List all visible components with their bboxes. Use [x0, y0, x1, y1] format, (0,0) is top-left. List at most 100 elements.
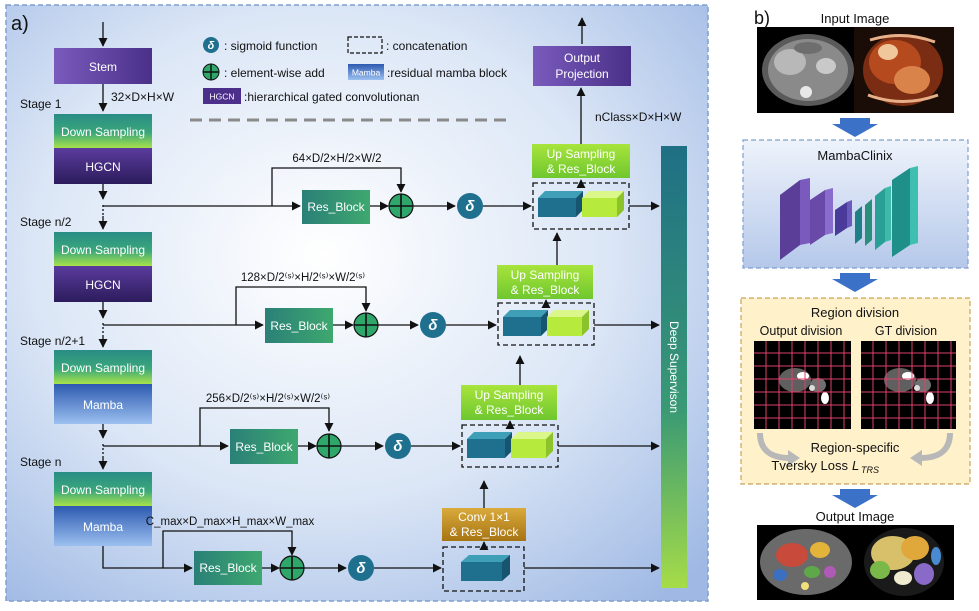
- down-sampling-label: Down Sampling: [61, 125, 145, 139]
- conv-label-line2: & Res_Block: [450, 525, 520, 539]
- up-label-line1: Up Sampling: [547, 147, 616, 161]
- loss-label-line2: Tversky Loss: [771, 458, 848, 473]
- skip-dim-label: C_max×D_max×H_max×W_max: [146, 516, 315, 528]
- down-sampling-block: [54, 114, 152, 148]
- sigmoid-symbol: δ: [393, 438, 403, 455]
- mamba-legend-chip: [348, 64, 384, 80]
- mamba-legend-chip-label: Mamba: [352, 68, 381, 78]
- output-division-label: Output division: [760, 324, 843, 338]
- loss-label-line1: Region-specific: [811, 440, 900, 455]
- model-title: MambaClinix: [817, 148, 893, 163]
- mamba-label: Mamba: [83, 520, 123, 534]
- up-label-line1: Up Sampling: [475, 388, 544, 402]
- stem-block: [54, 48, 152, 84]
- mamba-block: [54, 506, 152, 546]
- upsample-cube-icon: [547, 310, 589, 336]
- upsample-cube-icon: [582, 191, 624, 217]
- feature-cube-icon: [503, 310, 548, 336]
- sigmoid-legend-text: : sigmoid function: [224, 39, 317, 53]
- stage-label: Stage n/2: [20, 215, 72, 229]
- stage-label: Stage n: [20, 455, 61, 469]
- skip-dim-label: 64×D/2×H/2×W/2: [292, 153, 381, 165]
- hgcn-label: HGCN: [85, 160, 120, 174]
- feature-cube-icon: [538, 191, 583, 217]
- deep-supervision-label: Deep Supervison: [667, 321, 681, 413]
- output-projection-line1: Output: [564, 51, 601, 65]
- hgcn-block: [54, 148, 152, 184]
- decoder: Conv 1×1 & Res_Block Up Sampling & Res_B…: [442, 17, 687, 592]
- res-block: [230, 429, 298, 464]
- sigmoid-symbol: δ: [356, 560, 366, 577]
- sigmoid-symbol: δ: [428, 317, 438, 334]
- skip-dim-label: 128×D/2⁽ˢ⁾×H/2⁽ˢ⁾×W/2⁽ˢ⁾: [241, 271, 365, 284]
- concat-legend-icon: [347, 36, 383, 54]
- hgcn-block: [54, 266, 152, 302]
- up-sampling-block: [532, 144, 630, 178]
- sigmoid-legend-symbol: δ: [208, 40, 215, 52]
- loss-symbol: L: [852, 458, 859, 473]
- skip-row-2: 128×D/2⁽ˢ⁾×H/2⁽ˢ⁾×W/2⁽ˢ⁾ Res_Block δ: [103, 271, 497, 343]
- sigmoid-icon: [457, 193, 483, 219]
- legend: δ : sigmoid function : concatenation : e…: [190, 36, 508, 122]
- gt-division-grid: [861, 341, 956, 429]
- upsample-cube-icon: [511, 432, 553, 458]
- loss-subscript: TRS: [861, 465, 879, 475]
- panel-b: b) Input Image MambaClinix: [740, 8, 971, 600]
- down-sampling-block: [54, 472, 152, 506]
- flow-arrow-icon: [832, 273, 878, 292]
- down-sampling-block: [54, 232, 152, 266]
- res-block-label: Res_Block: [199, 561, 257, 575]
- down-sampling-label: Down Sampling: [61, 243, 145, 257]
- res-block-label: Res_Block: [307, 200, 365, 214]
- hgcn-label: HGCN: [85, 278, 120, 292]
- gt-division-label: GT division: [875, 324, 937, 338]
- sigmoid-legend-icon: [203, 37, 219, 53]
- feature-cube-icon: [467, 432, 512, 458]
- panel-a-label: a): [11, 13, 29, 35]
- output-image: [757, 525, 954, 600]
- hgcn-legend-text: :hierarchical gated convolutionan: [244, 90, 419, 104]
- conv-1x1-block: [442, 508, 526, 541]
- add-legend-text: : element-wise add: [224, 66, 325, 80]
- hgcn-legend-chip: [203, 88, 241, 104]
- skip-dim-label: 256×D/2⁽ˢ⁾×H/2⁽ˢ⁾×W/2⁽ˢ⁾: [206, 392, 330, 405]
- sigmoid-symbol: δ: [465, 198, 475, 215]
- stem-dim-label: 32×D×H×W: [111, 90, 175, 104]
- up-label-line2: & Res_Block: [511, 283, 581, 297]
- up-label-line2: & Res_Block: [547, 162, 617, 176]
- output-dim-label: nClass×D×H×W: [595, 110, 682, 124]
- encoder: Stem Stage 1 32×D×H×W Down Sampling HGCN…: [20, 22, 175, 546]
- curved-arrow-icon: [757, 432, 791, 461]
- stage-label: Stage 1: [20, 97, 62, 111]
- up-label-line2: & Res_Block: [475, 403, 545, 417]
- down-sampling-label: Down Sampling: [61, 361, 145, 375]
- concat-legend-text: : concatenation: [386, 39, 467, 53]
- network-layers-icon: [780, 166, 918, 260]
- res-block-label: Res_Block: [270, 319, 328, 333]
- output-division-grid: [754, 341, 851, 429]
- down-sampling-block: [54, 350, 152, 384]
- up-sampling-block: [497, 265, 593, 299]
- output-image-title: Output Image: [816, 509, 895, 524]
- mamba-legend-text: :residual mamba block: [387, 66, 508, 80]
- skip-row-3: 256×D/2⁽ˢ⁾×H/2⁽ˢ⁾×W/2⁽ˢ⁾ Res_Block δ: [103, 392, 461, 464]
- res-block: [302, 190, 370, 224]
- sigmoid-icon: [348, 555, 374, 581]
- feature-cube-icon: [461, 555, 510, 581]
- input-image-title: Input Image: [821, 11, 890, 26]
- up-sampling-block: [461, 385, 557, 420]
- stage-label: Stage n/2+1: [20, 334, 85, 348]
- res-block: [194, 551, 262, 585]
- panel-b-label: b): [754, 8, 770, 28]
- res-block-label: Res_Block: [235, 440, 293, 454]
- mamba-label: Mamba: [83, 398, 123, 412]
- skip-row-4: C_max×D_max×H_max×W_max Res_Block δ: [102, 516, 442, 585]
- up-label-line1: Up Sampling: [511, 268, 580, 282]
- res-block: [265, 308, 333, 343]
- skip-row-1: 64×D/2×H/2×W/2 Res_Block δ: [103, 153, 532, 224]
- curved-arrow-icon: [919, 432, 953, 461]
- conv-label-line1: Conv 1×1: [458, 510, 510, 524]
- mamba-block: [54, 384, 152, 424]
- sigmoid-icon: [385, 433, 411, 459]
